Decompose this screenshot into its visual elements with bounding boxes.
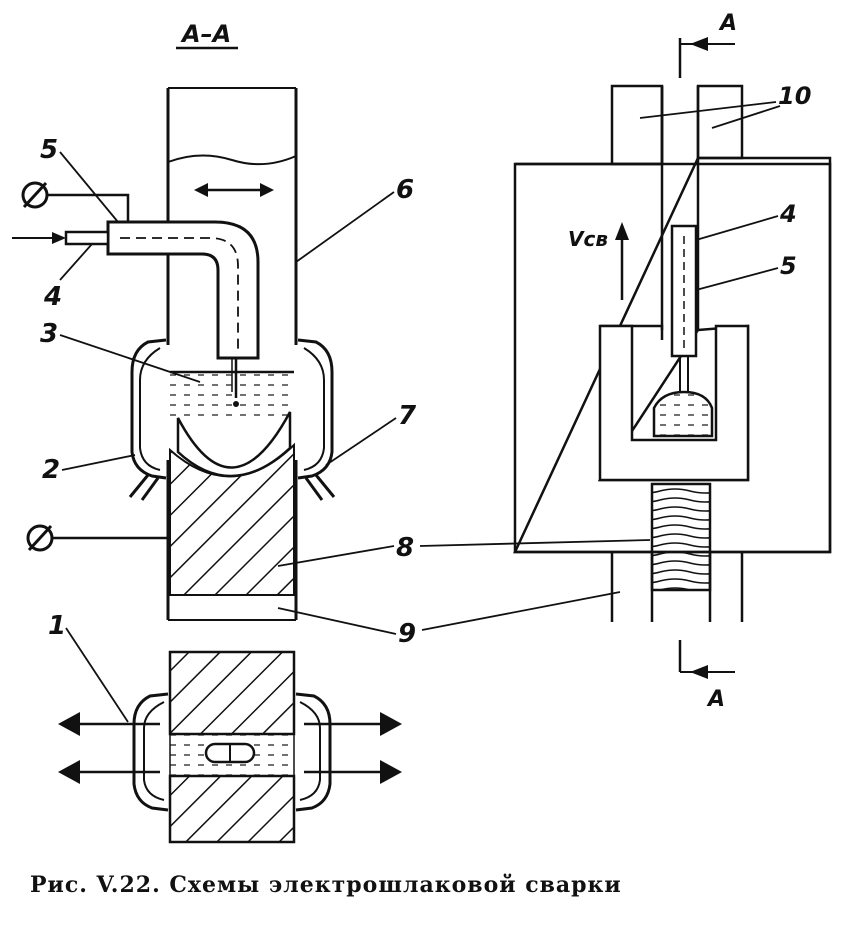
callout-5-left: 5 bbox=[40, 135, 58, 165]
plate-right-top bbox=[696, 84, 744, 160]
front-view: Vсв А А 10 4 5 bbox=[513, 11, 832, 712]
callout-2: 2 bbox=[42, 455, 60, 485]
callout-7: 7 bbox=[398, 401, 417, 431]
cross-section-view: 1 bbox=[48, 611, 402, 844]
section-marker-top: А bbox=[718, 11, 737, 36]
wire-feed bbox=[64, 230, 110, 246]
section-view-a-a: А–А bbox=[12, 20, 651, 649]
guide-tube bbox=[106, 220, 260, 360]
power-terminal-bottom bbox=[26, 524, 168, 552]
slag-bath-front bbox=[652, 390, 714, 438]
power-terminal-top bbox=[21, 181, 130, 222]
callout-5-right: 5 bbox=[780, 252, 797, 280]
callout-1: 1 bbox=[48, 611, 66, 641]
workpiece-column bbox=[166, 87, 298, 621]
weld-seam-front bbox=[650, 482, 712, 592]
callout-8: 8 bbox=[396, 533, 414, 563]
callout-4-left: 4 bbox=[43, 282, 62, 312]
cooling-shoe-right bbox=[297, 338, 334, 480]
callout-4-right: 4 bbox=[779, 200, 797, 228]
callout-10: 10 bbox=[778, 82, 811, 110]
callout-6: 6 bbox=[396, 175, 414, 205]
callout-9: 9 bbox=[398, 619, 416, 649]
plate-left-top bbox=[610, 84, 664, 166]
section-marker-bottom: А bbox=[706, 687, 725, 712]
section-label: А–А bbox=[180, 20, 231, 48]
velocity-label: Vсв bbox=[568, 227, 608, 251]
figure-caption: Рис. V.22. Схемы электрошлаковой сварки bbox=[30, 872, 622, 898]
cooling-shoe-left bbox=[130, 338, 167, 480]
callout-3: 3 bbox=[40, 319, 58, 349]
